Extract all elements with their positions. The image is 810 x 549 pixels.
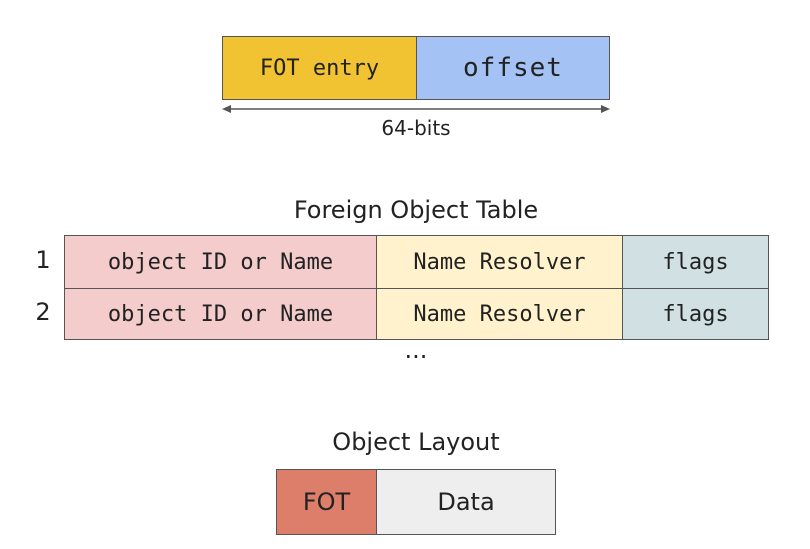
name-resolver-cell: Name Resolver: [376, 235, 623, 289]
width-arrow: [222, 105, 610, 113]
object-id-cell: object ID or Name: [64, 288, 377, 340]
layout-data-field: Data: [376, 469, 556, 535]
width-label: 64-bits: [381, 116, 451, 140]
pointer-offset-field: offset: [416, 36, 610, 100]
object-id-cell: object ID or Name: [64, 235, 377, 289]
row-index: 2: [35, 298, 51, 326]
more-rows-ellipsis: ...: [404, 336, 428, 364]
flags-cell: flags: [622, 288, 769, 340]
object-layout-title: Object Layout: [332, 428, 500, 456]
fot-table-title: Foreign Object Table: [293, 196, 539, 224]
layout-fot-field: FOT: [276, 469, 377, 535]
row-index: 1: [35, 246, 51, 274]
pointer-fot-entry-field: FOT entry: [222, 36, 417, 100]
name-resolver-cell: Name Resolver: [376, 288, 623, 340]
flags-cell: flags: [622, 235, 769, 289]
